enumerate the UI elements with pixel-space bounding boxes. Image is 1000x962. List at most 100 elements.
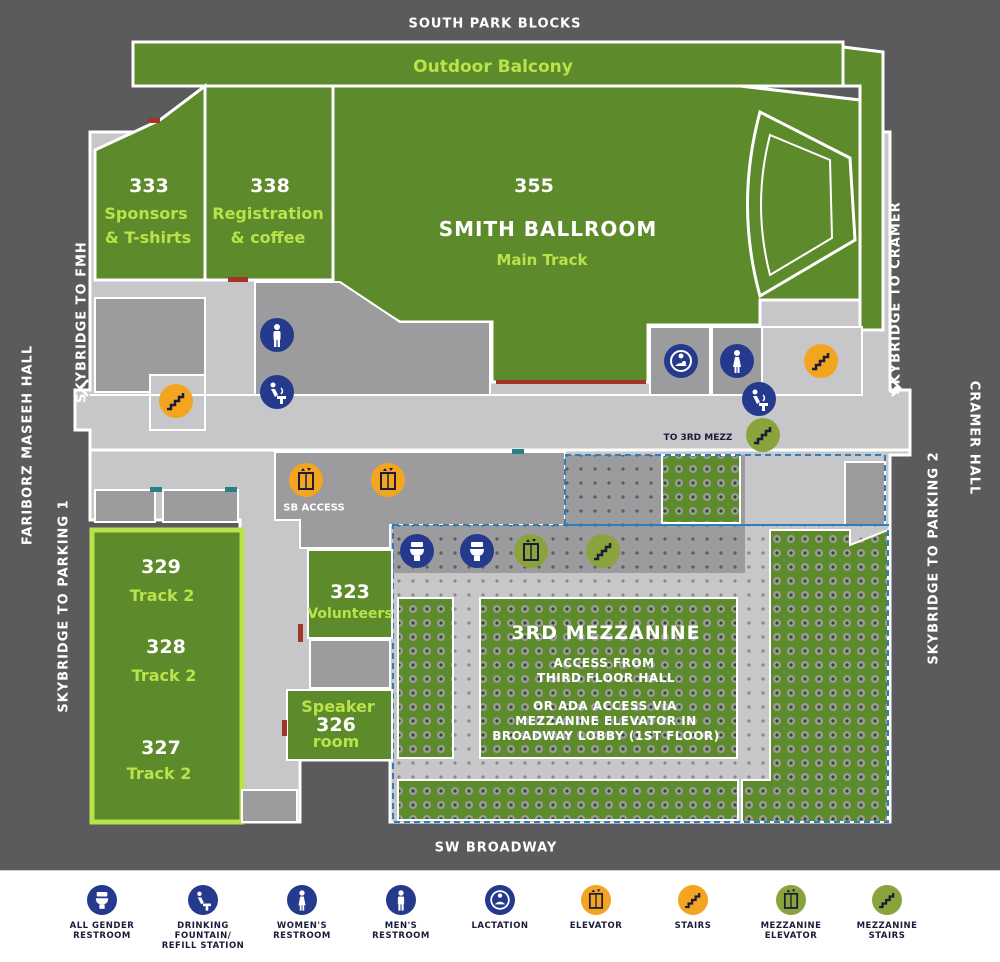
legend-label-line1: ALL GENDER xyxy=(69,921,135,931)
mezzanine-elevator-icon[interactable] xyxy=(514,534,548,568)
room-338[interactable] xyxy=(203,84,335,282)
room-326-name-line2: room xyxy=(312,732,360,751)
mezzanine-stairs-icon[interactable] xyxy=(586,534,620,568)
storage-east xyxy=(844,461,886,528)
room-355-number: 355 xyxy=(514,175,554,197)
all-gender-restroom-icon[interactable] xyxy=(400,534,434,568)
elevator-icon[interactable] xyxy=(371,463,405,497)
stairs-icon[interactable] xyxy=(804,344,838,378)
room-326-name-line1: Speaker xyxy=(301,697,375,716)
mezzanine-note-line1: ACCESS FROM xyxy=(553,656,655,670)
mezzanine-elevator-icon xyxy=(776,885,806,915)
legend-label-line1: MEZZANINE xyxy=(760,921,822,931)
skybridge-to-parking-1-label: SKYBRIDGE TO PARKING 1 xyxy=(56,499,72,713)
mezzanine-note-line5: BROADWAY LOBBY (1ST FLOOR) xyxy=(492,729,720,743)
room-326-number: 326 xyxy=(316,714,356,736)
street-sw-broadway: SW BROADWAY xyxy=(434,840,558,856)
room-323-number: 323 xyxy=(330,581,370,603)
room-355-name: Main Track xyxy=(496,251,588,269)
legend-label-line1: MEZZANINE xyxy=(856,921,918,931)
mezzanine-stairs-icon[interactable] xyxy=(746,418,780,452)
mezzanine-upper-room xyxy=(661,454,741,524)
storage-1 xyxy=(94,489,156,523)
room-328-name: Track 2 xyxy=(131,666,197,685)
mens-restroom-icon[interactable] xyxy=(260,318,294,352)
room-333-name-line1: Sponsors xyxy=(104,204,188,223)
room-338-name-line2: & coffee xyxy=(230,228,306,247)
stairs-icon[interactable] xyxy=(159,384,193,418)
street-cramer-hall: CRAMER HALL xyxy=(966,380,982,496)
room-326[interactable] xyxy=(286,689,393,761)
skybridge-to-cramer-label: SKYBRIDGE TO CRAMER xyxy=(888,201,904,395)
storage-323 xyxy=(309,639,391,689)
track-2-rooms[interactable] xyxy=(89,527,245,825)
skybridge-fmh-arrow xyxy=(78,379,89,397)
room-333-number: 333 xyxy=(129,175,169,197)
legend-label-line2: RESTROOM xyxy=(273,931,331,941)
all-gender-restroom-icon xyxy=(87,885,117,915)
mezzanine-room-central xyxy=(479,597,738,759)
legend-label-line2: RESTROOM xyxy=(372,931,430,941)
drinking-fountain-icon xyxy=(188,885,218,915)
elevator-icon[interactable] xyxy=(289,463,323,497)
mezzanine-service-strip xyxy=(393,525,745,573)
skybridge-to-fmh-label: SKYBRIDGE TO FMH xyxy=(74,241,90,403)
room-355-title: SMITH BALLROOM xyxy=(438,217,658,241)
womens-restroom-icon[interactable] xyxy=(720,344,754,378)
stairs-icon xyxy=(678,885,708,915)
legend-label-line1: DRINKING xyxy=(177,921,229,931)
elevator-icon xyxy=(581,885,611,915)
room-333-name-line2: & T-shirts xyxy=(104,228,192,247)
legend-label-line1: MEN'S xyxy=(384,921,418,931)
mezzanine-upper-boundary xyxy=(564,454,886,526)
mezzanine-note-line2: THIRD FLOOR HALL xyxy=(537,671,675,685)
room-338-number: 338 xyxy=(250,175,290,197)
womens-restroom-icon xyxy=(287,885,317,915)
floor-plan-drawing xyxy=(0,0,1000,870)
legend-lactation: LACTATION xyxy=(445,885,555,931)
ballroom-stage-inner xyxy=(760,133,834,277)
room-329-number: 329 xyxy=(141,556,181,578)
room-338-name-line1: Registration xyxy=(212,204,324,223)
skybridge-to-parking-2-label: SKYBRIDGE TO PARKING 2 xyxy=(926,451,942,665)
street-fariborz-maseeh-hall: FARIBORZ MASEEH HALL xyxy=(20,344,36,546)
room-329-name: Track 2 xyxy=(129,586,195,605)
sb-access-label: SB ACCESS xyxy=(283,502,345,514)
skybridge-cramer-arrow xyxy=(891,379,902,397)
mezzanine-stairs-icon xyxy=(872,885,902,915)
street-south-park-blocks: SOUTH PARK BLOCKS xyxy=(408,16,582,32)
all-gender-restroom-icon[interactable] xyxy=(460,534,494,568)
ballroom-stage xyxy=(746,109,857,299)
legend-label-line1: WOMEN'S xyxy=(276,921,328,931)
mezzanine-boundary xyxy=(392,524,889,823)
mezzanine-room-south xyxy=(397,779,739,821)
room-323[interactable] xyxy=(307,549,393,639)
room-327-number: 327 xyxy=(141,737,181,759)
mens-restroom-icon xyxy=(386,885,416,915)
storage-2 xyxy=(162,489,239,523)
drinking-fountain-icon[interactable] xyxy=(742,382,776,416)
drinking-fountain-icon[interactable] xyxy=(260,375,294,409)
mezzanine-room-west xyxy=(397,597,454,759)
legend-label-line1: STAIRS xyxy=(674,921,712,931)
legend-elevator: ELEVATOR xyxy=(541,885,651,931)
legend-stairs: STAIRS xyxy=(638,885,748,931)
lactation-icon xyxy=(485,885,515,915)
legend-label-line3: REFILL STATION xyxy=(161,941,245,951)
legend-label-line2: ELEVATOR xyxy=(764,931,818,941)
legend-label-line2: STAIRS xyxy=(868,931,906,941)
room-327-name: Track 2 xyxy=(126,764,192,783)
room-323-name: Volunteers xyxy=(307,606,393,622)
mezzanine-note-line3: OR ADA ACCESS VIA xyxy=(533,699,677,713)
legend-label-line1: ELEVATOR xyxy=(569,921,623,931)
lactation-icon[interactable] xyxy=(664,344,698,378)
outdoor-balcony-label: Outdoor Balcony xyxy=(413,57,573,77)
